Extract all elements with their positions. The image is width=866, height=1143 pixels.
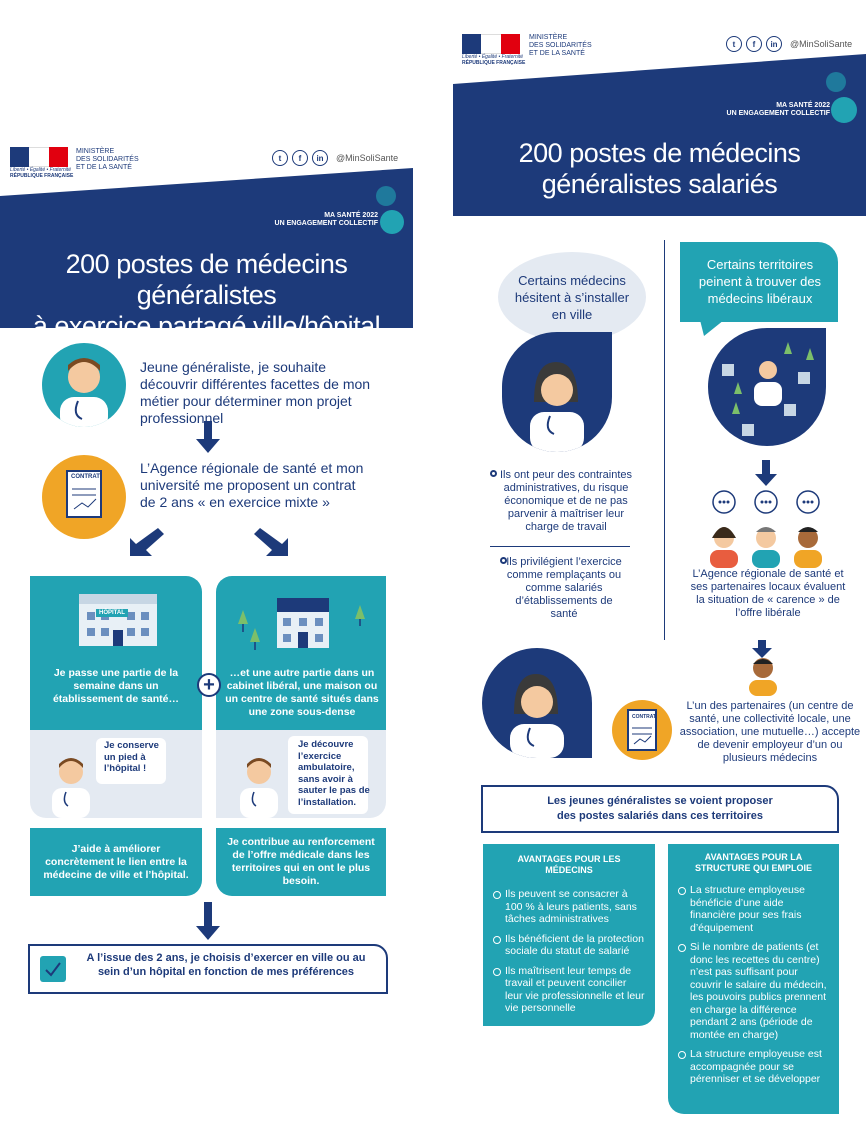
column-divider: [664, 240, 665, 640]
social-handle-right[interactable]: @MinSoliSante: [790, 39, 853, 49]
contract-label: CONTRAT: [71, 474, 100, 480]
ars-text: L’Agence régionale de santé et ses parte…: [690, 568, 846, 619]
bubbles-icon: [376, 186, 404, 234]
arrow-down-icon-3: [755, 460, 777, 486]
card-hospital-text: Je passe une partie de la semaine dans u…: [52, 667, 180, 705]
conclusion-box: [28, 944, 388, 994]
bubbles-icon-right: [826, 72, 857, 123]
people-group-icon: [710, 490, 822, 568]
republic-label: RÉPUBLIQUE FRANÇAISE: [10, 173, 74, 179]
arrow-down-icon-2: [196, 902, 220, 940]
adv-structure-item: Si le nombre de patients (et donc les re…: [678, 941, 829, 1041]
motto: Liberté • Égalité • Fraternité: [10, 167, 72, 173]
twitter-icon[interactable]: t: [272, 150, 288, 166]
arrow-down-icon: [196, 421, 220, 453]
right-banner: [453, 54, 866, 216]
linkedin-icon[interactable]: in: [766, 36, 782, 52]
hospital-icon: [79, 594, 157, 646]
linkedin-icon[interactable]: in: [312, 150, 328, 166]
social-bar: t f in @MinSoliSante: [272, 150, 398, 166]
thought-bubble: [498, 252, 646, 342]
bullet-divider: [490, 546, 630, 547]
doctor-avatar: [42, 343, 126, 427]
adv-structure-item: La structure employeuse bénéficie d’une …: [678, 884, 829, 934]
partner-text: L’un des partenaires (un centre de santé…: [679, 700, 861, 764]
marianne-logo-right: Liberté • Égalité • Fraternité RÉPUBLIQU…: [462, 34, 525, 66]
map-avatar: [708, 328, 826, 446]
bubble-right-text: Je découvre l’exercice ambulatoire, sans…: [298, 739, 370, 808]
card-clinic-text: …et une autre partie dans un cabinet lib…: [225, 667, 379, 718]
step2-text: L’Agence régionale de santé et mon unive…: [140, 460, 364, 510]
result-right-card: Je contribue au renforcement de l’offre …: [216, 828, 386, 896]
contract-avatar: [42, 455, 126, 539]
arrow-down-right-icon: [254, 528, 288, 556]
advantages-doctors-card: AVANTAGES POUR LES MÉDECINS Ils peuvent …: [483, 844, 655, 1026]
speech-bubble-left: [96, 738, 166, 784]
result-right-text: Je contribue au renforcement de l’offre …: [227, 836, 375, 887]
hospital-sign: HÔPITAL: [96, 609, 128, 617]
adv-doctors-item: Ils peuvent se consacrer à 100 % à leurs…: [493, 888, 645, 926]
result-left-card: J’aide à améliorer concrètement le lien …: [30, 828, 202, 896]
adv-structure-item: La structure employeuse est accompagnée …: [678, 1048, 829, 1086]
left-banner: [0, 168, 413, 328]
territories-text: Certains territoires peinent à trouver d…: [698, 257, 822, 306]
arrow-down-icon-4: [752, 640, 772, 658]
arrow-down-left-icon: [130, 528, 164, 556]
social-handle[interactable]: @MinSoliSante: [336, 153, 399, 163]
adv-structure-title: AVANTAGES POUR LA STRUCTURE QUI EMPLOIE: [694, 852, 812, 873]
facebook-icon[interactable]: f: [746, 36, 762, 52]
twitter-icon[interactable]: t: [726, 36, 742, 52]
conclusion-text: A l’issue des 2 ans, je choisis d’exerce…: [86, 952, 366, 978]
adv-doctors-item: Ils bénéficient de la protection sociale…: [493, 933, 645, 958]
prefer-text: Ils privilégient l’exercice comme rempla…: [506, 556, 622, 620]
thought-text: Certains médecins hésitent à s’installer…: [514, 273, 630, 322]
bubble-left-text: Je conserve un pied à l’hôpital !: [104, 740, 159, 774]
advantages-structure-card: AVANTAGES POUR LA STRUCTURE QUI EMPLOIE …: [668, 844, 839, 1114]
social-bar-right: t f in @MinSoliSante: [726, 36, 852, 52]
check-icon: [40, 956, 66, 982]
woman-doctor-avatar: [502, 332, 612, 452]
motto-right: Liberté • Égalité • Fraternité: [462, 54, 524, 60]
clinic-icon: [238, 598, 365, 650]
territories-tail: [700, 320, 724, 336]
contract-avatar-right: [612, 700, 672, 760]
proposal-box: Les jeunes généralistes se voient propos…: [481, 785, 839, 833]
marianne-logo: Liberté • Égalité • Fraternité RÉPUBLIQU…: [10, 147, 73, 179]
doctor-small-icon: [52, 758, 90, 818]
bullet-icon: [490, 470, 497, 477]
adv-doctors-title: AVANTAGES POUR LES MÉDECINS: [517, 854, 621, 875]
territories-box: [680, 242, 838, 322]
fear-text: Ils ont peur des contraintes administrat…: [499, 469, 633, 533]
plus-icon: +: [197, 673, 221, 697]
facebook-icon[interactable]: f: [292, 150, 308, 166]
woman-doctor-avatar-2: [482, 648, 592, 758]
partner-person-icon: [749, 658, 777, 696]
step1-text: Jeune généraliste, je souhaite découvrir…: [140, 359, 371, 426]
adv-doctors-item: Ils maîtrisent leur temps de travail et …: [493, 965, 645, 1015]
doctor-small-icon-2: [240, 758, 278, 818]
speech-bubble-right: [288, 736, 368, 814]
proposal-text: Les jeunes généralistes se voient propos…: [547, 795, 773, 822]
bullet-icon: [500, 557, 507, 564]
result-left-text: J’aide à améliorer concrètement le lien …: [43, 842, 189, 881]
republic-label-right: RÉPUBLIQUE FRANÇAISE: [462, 60, 526, 66]
contract-label-right: CONTRAT: [632, 714, 657, 720]
